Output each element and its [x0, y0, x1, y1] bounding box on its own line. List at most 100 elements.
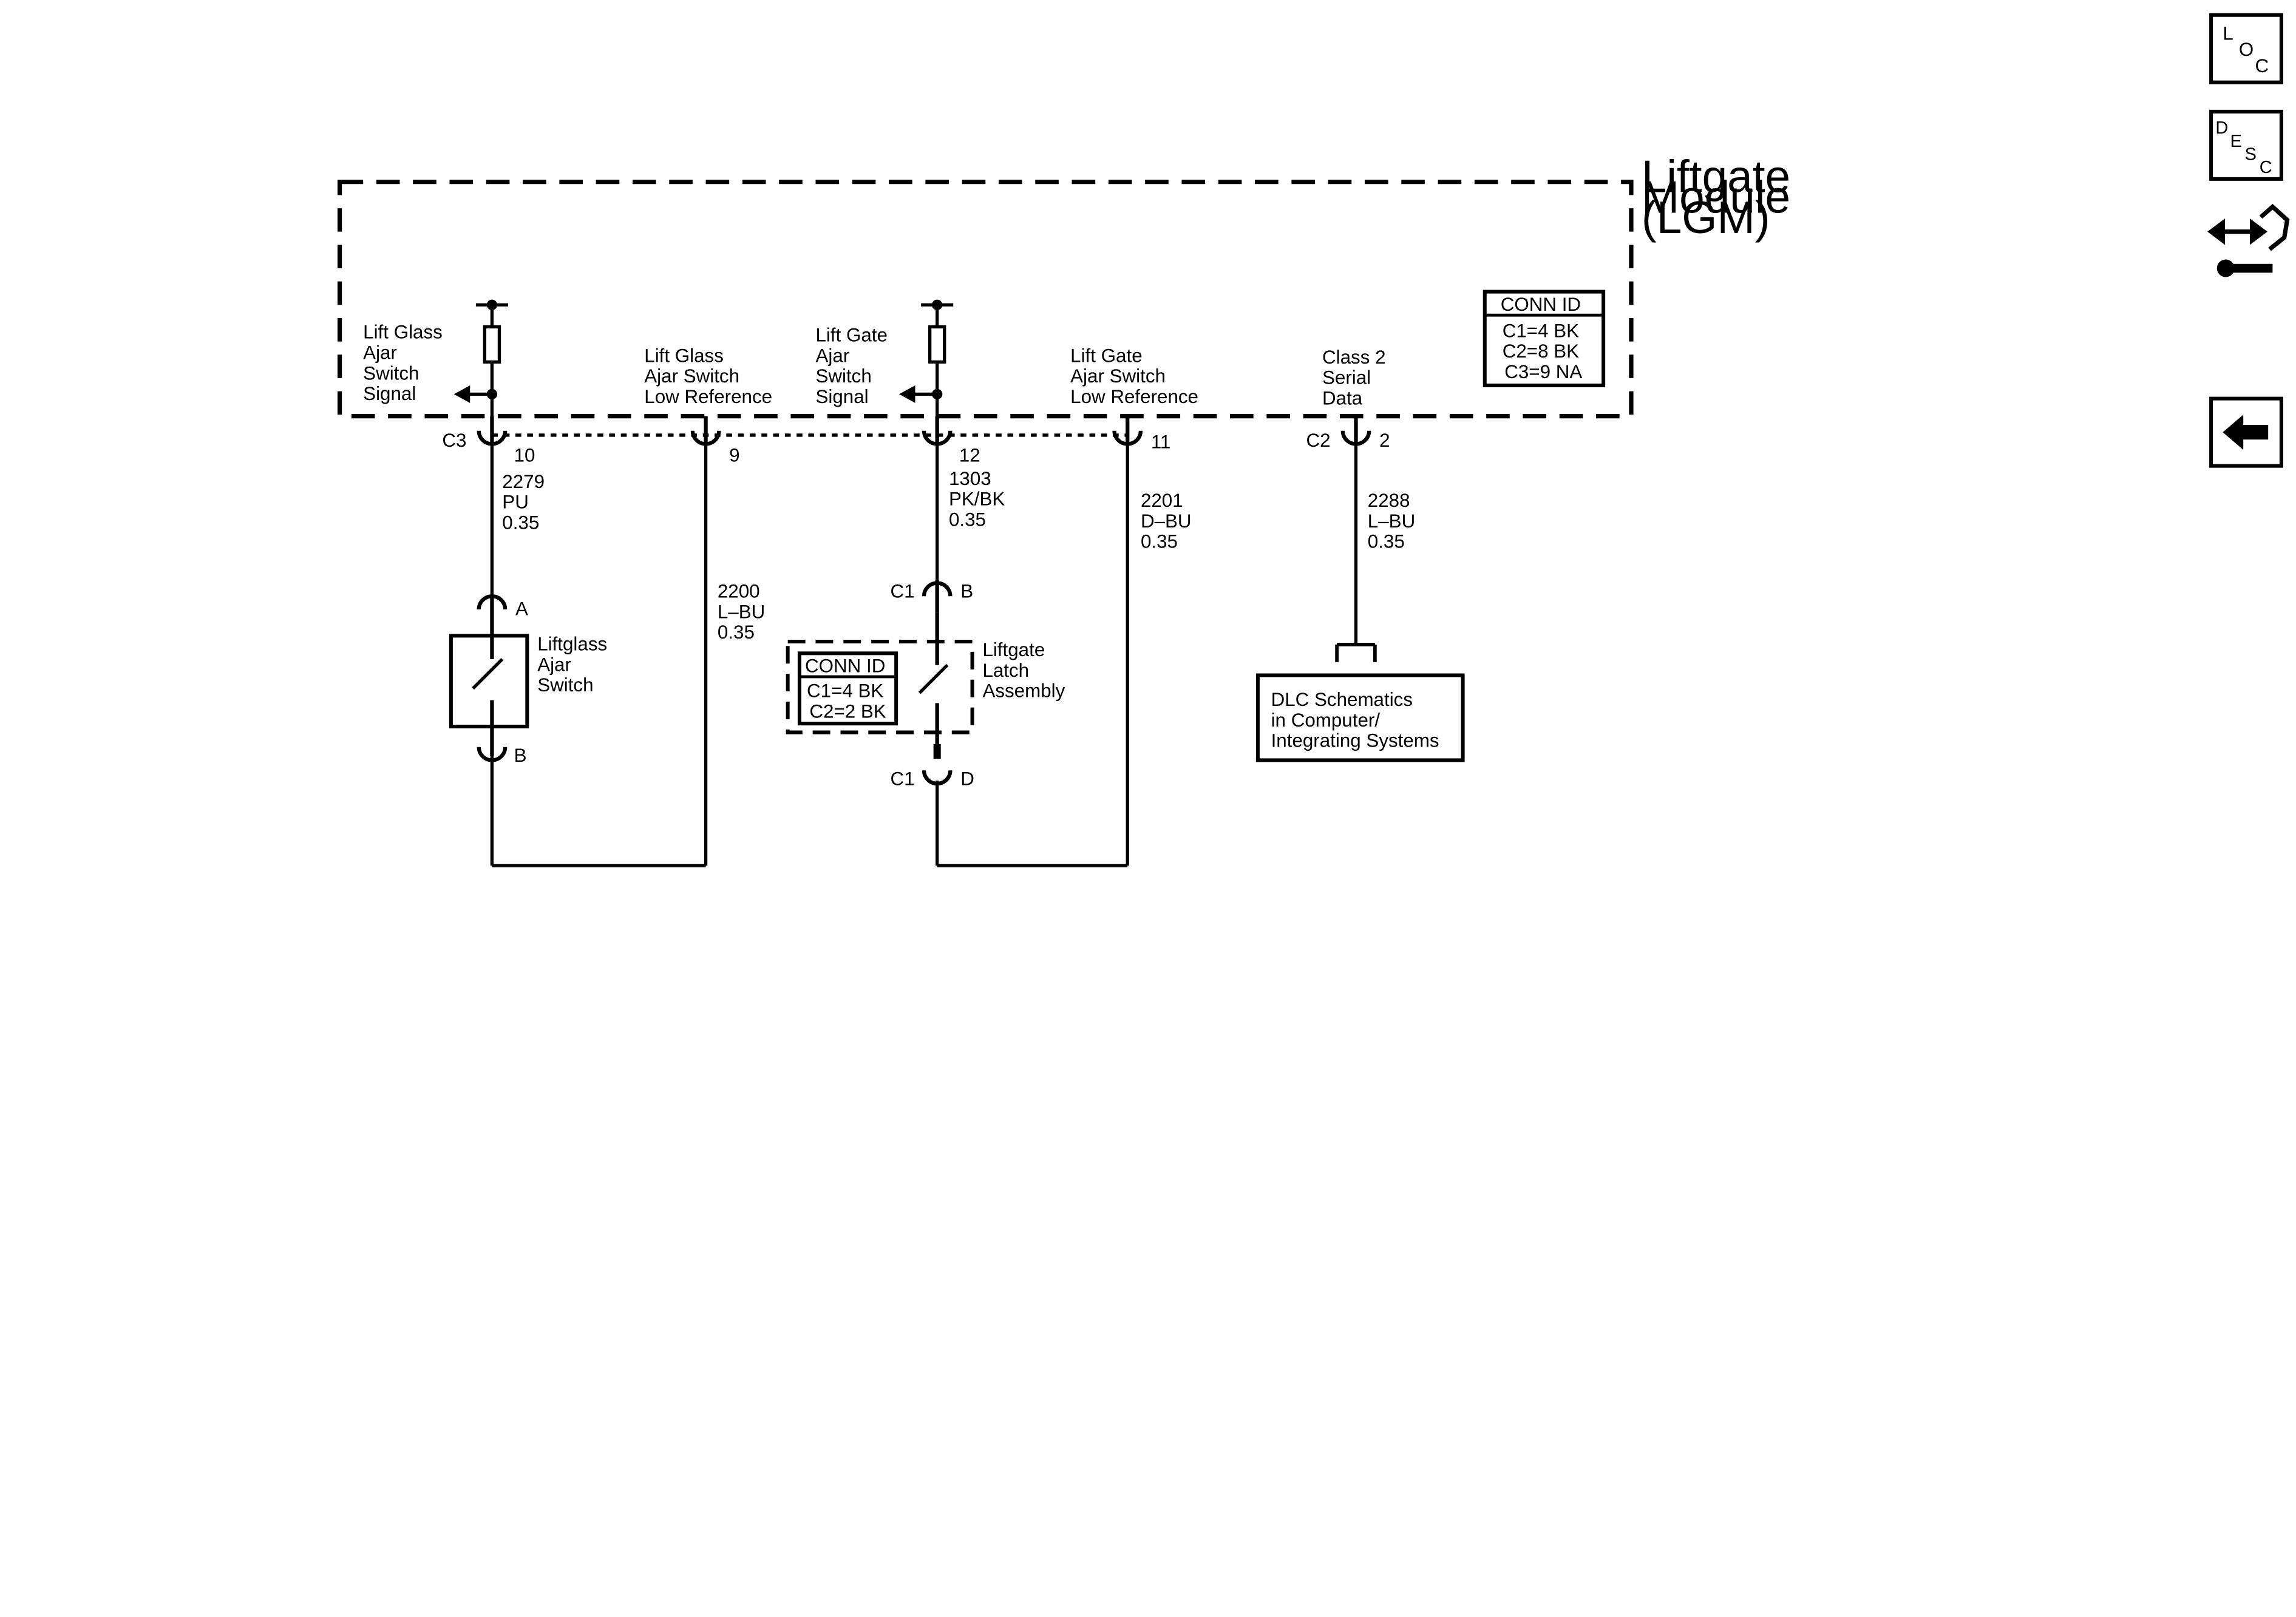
location-icon: L O C [2223, 23, 2269, 76]
description-icon: D E S C [2215, 118, 2272, 177]
pin-11-label: 11 [1151, 432, 1171, 453]
lift-glass-lowref-label-2: Ajar Switch [644, 365, 739, 387]
module-name-1: Liftgate [1642, 151, 1790, 202]
svg-text:Liftgate Latch Ass: Liftgate Latch Assembly [982, 639, 1065, 702]
svg-text:B: B [514, 745, 527, 766]
lift-glass-signal-label-4: Signal [363, 383, 416, 404]
latch-conn-id-box: CONN ID C1=4 BK C2=2 BK [797, 651, 898, 726]
class2-label-1: Class 2 [1322, 347, 1386, 368]
module-name-3: (LGM) [1642, 192, 1770, 243]
svg-text:Class 2 Serial Dat: Class 2 Serial Data [1322, 347, 1391, 409]
lift-glass-signal-label-3: Switch [363, 362, 419, 384]
dlc-label-3: Integrating Systems [1271, 730, 1439, 751]
liftglass-switch-label-3: Switch [537, 674, 593, 696]
liftgate-latch-label-2: Latch [982, 660, 1029, 681]
svg-text:O: O [2239, 39, 2254, 60]
wire-2200-color: L–BU [718, 601, 765, 622]
lift-glass-signal-label-1: Lift Glass [363, 322, 443, 343]
module-conn-id-row-2: C2=8 BK [1503, 341, 1579, 362]
liftgate-latch-label-3: Assembly [982, 680, 1065, 702]
wire-2288-circuit: 2288 [1368, 490, 1410, 511]
c1-label-top: C1 [890, 581, 914, 602]
svg-text:Liftgate Module (L: Liftgate Module (LGM) [1642, 151, 1803, 243]
connector-terminals [477, 416, 1371, 446]
module-conn-id-row-1: C1=4 BK [1503, 320, 1579, 341]
liftgate-module: Liftgate Module (LGM) CONN ID C1=4 BK C2… [337, 151, 1803, 419]
lift-gate-lowref-label-2: Ajar Switch [1070, 365, 1166, 387]
liftglass-switch-label-1: Liftglass [537, 634, 607, 655]
svg-text:2288 L–BU 0.35: 2288 L–BU 0.35 [1368, 490, 1421, 552]
dlc-reference: DLC Schematics in Computer/ Integrating … [1255, 642, 1465, 762]
svg-text:Lift Glass Ajar Switch: Lift Glass Ajar Switch Low Reference [644, 345, 772, 407]
pin-12-label: 12 [959, 444, 980, 466]
lift-gate-signal-label-4: Signal [815, 386, 868, 407]
loc-button[interactable]: L O C [2209, 13, 2283, 84]
wire-2201-circuit: 2201 [1141, 490, 1183, 511]
pin-10-label: 10 [514, 444, 535, 466]
svg-text:1303 PK/BK 0.35: 1303 PK/BK 0.35 [949, 468, 1010, 531]
module-conn-id-row-3: C3=9 NA [1504, 361, 1582, 382]
wire-segments [490, 444, 1358, 867]
latch-conn-id-row-1: C1=4 BK [807, 680, 883, 702]
wire-2200-circuit: 2200 [718, 581, 760, 602]
svg-text:C1: C1 [890, 581, 914, 602]
svg-text:E: E [2230, 132, 2241, 151]
lift-glass-signal-label-2: Ajar [363, 342, 397, 364]
lift-gate-lowref-label-3: Low Reference [1070, 386, 1198, 407]
pin-b-label: B [514, 745, 527, 766]
svg-text:Liftglass Ajar Swi: Liftglass Ajar Switch [537, 634, 613, 696]
liftglass-ajar-switch: A B Liftglass Ajar Switch [449, 594, 613, 766]
pin-a-label: A [515, 598, 528, 620]
latch-conn-id-title: CONN ID [805, 656, 885, 677]
svg-text:9: 9 [729, 444, 739, 466]
liftgate-latch-label-1: Liftgate [982, 639, 1045, 660]
svg-text:Lift Gate Ajar Switch: Lift Gate Ajar Switch Low Reference [1070, 345, 1198, 407]
svg-text:C2: C2 [1306, 430, 1330, 451]
lift-gate-signal-label-3: Switch [815, 365, 871, 387]
pin-b-top-label: B [960, 581, 973, 602]
desc-button[interactable]: D E S C [2209, 109, 2283, 181]
dlc-label-2: in Computer/ [1271, 710, 1381, 731]
svg-text:10: 10 [514, 444, 535, 466]
wire-2279-circuit: 2279 [502, 471, 545, 492]
lift-glass-lowref-label-3: Low Reference [644, 386, 772, 407]
svg-text:Lift Glass Ajar Sw: Lift Glass Ajar Switch Signal [363, 322, 447, 404]
lift-glass-input-circuit [453, 299, 508, 416]
module-name-2: Module [1642, 171, 1790, 222]
wire-1303-color: PK/BK [949, 489, 1005, 510]
svg-text:D: D [2215, 118, 2228, 138]
svg-text:C: C [2260, 158, 2272, 177]
svg-text:Lift Gate Ajar Swi: Lift Gate Ajar Switch Signal [815, 325, 892, 407]
svg-text:11: 11 [1151, 432, 1171, 453]
lift-gate-input-circuit [898, 299, 954, 416]
wire-2200-size: 0.35 [718, 622, 755, 643]
svg-text:C3: C3 [442, 430, 466, 451]
svg-text:CONN ID C1=4 BK: CONN ID C1=4 BK C2=8 BK C3=9 NA [1501, 294, 1586, 382]
svg-text:S: S [2245, 144, 2257, 164]
back-arrow-icon [2223, 415, 2269, 450]
svg-text:D: D [960, 768, 974, 789]
svg-text:2279 PU 0.35: 2279 PU 0.35 [502, 471, 549, 534]
c3-label: C3 [442, 430, 466, 451]
module-conn-id-title: CONN ID [1501, 294, 1581, 315]
liftgate-latch-assembly: C1 B C1 D Liftgate Latch Assembly CONN I… [786, 580, 1065, 789]
wire-2288-color: L–BU [1368, 510, 1415, 532]
connector-end-view-button[interactable] [2207, 203, 2290, 277]
svg-text:DLC Schematics in Comput: DLC Schematics in Computer/ Integrating … [1271, 689, 1439, 751]
c2-label: C2 [1306, 430, 1330, 451]
lift-gate-lowref-label-1: Lift Gate [1070, 345, 1142, 366]
c1-label-bottom: C1 [890, 768, 914, 789]
lift-glass-lowref-label-1: Lift Glass [644, 345, 724, 366]
pin-d-label: D [960, 768, 974, 789]
wire-2201-size: 0.35 [1141, 531, 1178, 552]
class2-label-2: Serial [1322, 367, 1371, 388]
svg-text:CONN ID C1=4 BK: CONN ID C1=4 BK C2=2 BK [805, 656, 891, 722]
wire-1303-size: 0.35 [949, 509, 986, 530]
svg-text:C: C [2255, 55, 2269, 76]
latch-conn-id-row-2: C2=2 BK [809, 700, 886, 722]
svg-text:L: L [2223, 23, 2233, 44]
wire-2288-size: 0.35 [1368, 531, 1405, 552]
back-button[interactable] [2209, 396, 2283, 468]
connector-end-view-icon [2207, 203, 2290, 277]
